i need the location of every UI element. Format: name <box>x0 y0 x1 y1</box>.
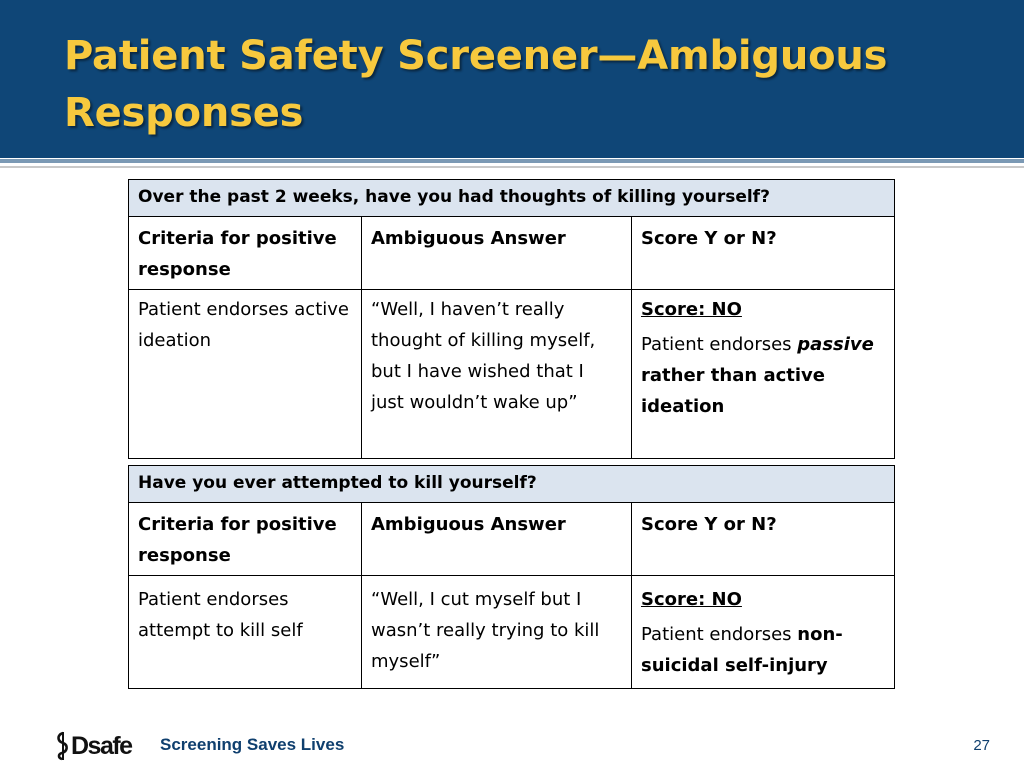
header-score: Score Y or N? <box>630 216 896 290</box>
answer-cell: “Well, I cut myself but I wasn’t really … <box>361 575 632 689</box>
caduceus-icon <box>57 731 68 761</box>
score-cell: Score: NO Patient endorses non-suicidal … <box>631 575 895 689</box>
title-bar <box>0 0 1024 158</box>
ed-safe-logo: Dsafe <box>54 728 133 764</box>
question-text: Have you ever attempted to kill yourself… <box>128 465 895 503</box>
answer-cell: “Well, I haven’t really thought of killi… <box>361 289 632 459</box>
header-score: Score Y or N? <box>631 502 895 576</box>
explanation-emphasis: passive <box>797 334 874 355</box>
score-label: Score: NO <box>641 299 742 320</box>
title-bar-rule-light <box>0 166 1024 168</box>
title-bar-rule <box>0 159 1024 163</box>
table-row: Patient endorses active ideation “Well, … <box>128 289 896 459</box>
slide-title: Patient Safety Screener—Ambiguous Respon… <box>64 33 888 136</box>
screener-table-ideation: Over the past 2 weeks, have you had thou… <box>127 179 896 459</box>
header-ambiguous-answer: Ambiguous Answer <box>361 216 632 290</box>
explanation-suffix: rather than active ideation <box>641 365 825 417</box>
explanation-prefix: Patient endorses <box>641 334 798 355</box>
criteria-cell: Patient endorses attempt to kill self <box>128 575 362 689</box>
logo-text: Dsafe <box>71 731 133 760</box>
header-row: Criteria for positive response Ambiguous… <box>128 502 895 576</box>
header-row: Criteria for positive response Ambiguous… <box>128 216 896 290</box>
footer-tagline: Screening Saves Lives <box>160 735 345 754</box>
criteria-cell: Patient endorses active ideation <box>128 289 362 459</box>
screener-table-attempt: Have you ever attempted to kill yourself… <box>128 465 895 689</box>
page-number: 27 <box>973 737 990 754</box>
question-text: Over the past 2 weeks, have you had thou… <box>127 179 896 217</box>
question-row: Over the past 2 weeks, have you had thou… <box>127 179 896 217</box>
question-row: Have you ever attempted to kill yourself… <box>128 465 895 503</box>
score-explanation: Patient endorses non-suicidal self-injur… <box>641 619 885 681</box>
header-criteria: Criteria for positive response <box>128 502 362 576</box>
score-cell: Score: NO Patient endorses passive rathe… <box>630 289 896 459</box>
explanation-prefix: Patient endorses <box>641 624 798 645</box>
explanation-bold: non-suicidal self-injury <box>641 624 843 676</box>
table-row: Patient endorses attempt to kill self “W… <box>128 575 895 689</box>
score-explanation: Patient endorses passive rather than act… <box>641 329 885 422</box>
header-ambiguous-answer: Ambiguous Answer <box>361 502 632 576</box>
header-criteria: Criteria for positive response <box>128 216 362 290</box>
score-label: Score: NO <box>641 589 742 610</box>
